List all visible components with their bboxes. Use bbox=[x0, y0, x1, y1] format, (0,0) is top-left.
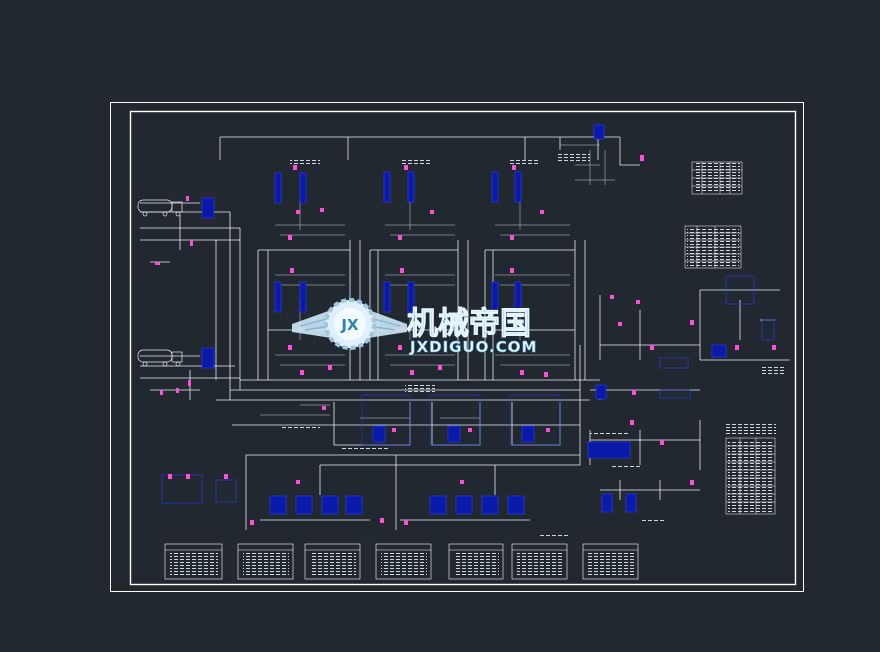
cad-annotations bbox=[280, 154, 786, 537]
winged-gear-logo-icon bbox=[292, 298, 407, 350]
tanker-trucks bbox=[137, 199, 183, 367]
watermark-logo-text: JX bbox=[340, 316, 359, 334]
valves-instruments bbox=[155, 155, 776, 525]
watermark-title: 机械帝国 bbox=[407, 306, 531, 342]
detail-blocks bbox=[164, 543, 639, 580]
table-text-fill bbox=[687, 163, 776, 513]
watermark: JX 机械帝国 JXDIGUO.COM bbox=[292, 298, 537, 356]
instrument-lines bbox=[260, 144, 615, 419]
detail-block-content bbox=[170, 553, 634, 575]
equipment-vessels bbox=[161, 124, 775, 515]
drawing-border bbox=[110, 102, 804, 592]
watermark-url: JXDIGUO.COM bbox=[409, 338, 537, 356]
